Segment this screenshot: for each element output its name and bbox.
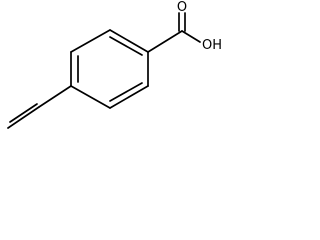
- molecule-drawing: O OH: [7, 0, 222, 129]
- hydroxyl-label: OH: [202, 38, 222, 53]
- vinyl-bond-terminal: [7, 106, 40, 129]
- ring-bond-upper-left: [70, 29, 111, 53]
- structure-canvas: O OH: [0, 0, 230, 134]
- hydroxyl-bond: [181, 30, 201, 43]
- carbonyl-oxygen-label: O: [177, 0, 187, 15]
- vinyl-bond-to-ring: [38, 85, 72, 108]
- ring-bond-upper-right: [109, 29, 149, 53]
- vinyl-double-bond-inner: [9, 103, 38, 123]
- ring-bond-lower-left: [70, 85, 111, 109]
- ring-inner-bond-upper-right: [109, 36, 143, 56]
- ring-bond-lower-right: [109, 85, 149, 109]
- ring-inner-bond-lower-right: [109, 82, 143, 102]
- ring-to-carboxyl-bond: [147, 30, 183, 53]
